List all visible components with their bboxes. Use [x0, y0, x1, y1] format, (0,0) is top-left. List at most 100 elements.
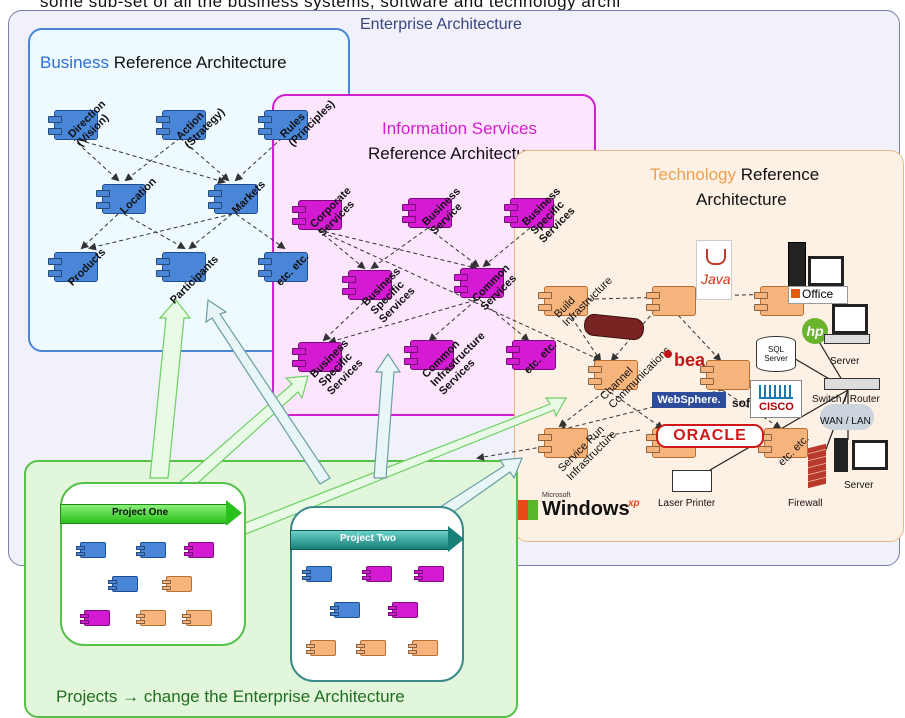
java-text: Java	[701, 271, 731, 287]
mini-comp	[408, 640, 438, 656]
information-connector	[370, 227, 429, 270]
mini-comp	[136, 610, 166, 626]
firewall-label: Firewall	[788, 498, 823, 509]
component-corporate-services[interactable]	[292, 200, 342, 230]
business-connector	[234, 137, 283, 182]
information-title-accent: Information Services	[382, 119, 537, 138]
server-keyboard-icon	[824, 334, 870, 344]
mini-comp	[414, 566, 444, 582]
server-monitor-icon	[832, 304, 868, 334]
component-channel-communications[interactable]	[588, 360, 638, 390]
information-connector	[482, 227, 531, 268]
component-build-infrastructure[interactable]	[538, 286, 588, 316]
component-common-infrastructure[interactable]	[404, 340, 454, 370]
component-rules[interactable]	[258, 110, 308, 140]
server-label-2: Server	[844, 480, 874, 491]
business-connector	[123, 213, 186, 249]
business-title-rest: Reference Architecture	[113, 53, 287, 72]
technology-connector	[609, 391, 664, 430]
information-connector	[322, 301, 365, 342]
windows-logo: Microsoft Windows xp	[516, 492, 644, 522]
component-etc-business[interactable]	[258, 252, 308, 282]
information-connector	[428, 299, 477, 342]
projects-title: Projects → change the Enterprise Archite…	[56, 687, 405, 706]
business-connector	[124, 137, 181, 182]
server-label-1: Server	[830, 356, 860, 367]
bea-text: bea	[674, 350, 706, 370]
wan-lan-label: WAN / LAN	[820, 416, 871, 427]
technology-connector	[559, 299, 602, 362]
mini-comp	[302, 566, 332, 582]
information-connector	[427, 227, 480, 268]
sql-server-icon: SQL Server	[756, 336, 796, 372]
component-etc-information[interactable]	[506, 340, 556, 370]
office-logo: Office	[788, 286, 848, 304]
business-connector	[71, 137, 226, 185]
mini-comp	[182, 610, 212, 626]
project-one-arrowhead	[226, 500, 242, 526]
component-business-specific-2[interactable]	[342, 270, 392, 300]
technology-title-line1: Technology Reference	[650, 164, 819, 186]
component-etc-technology[interactable]	[758, 428, 808, 458]
business-connector	[179, 137, 230, 182]
business-connector	[188, 213, 233, 250]
component-business-service[interactable]	[402, 198, 452, 228]
information-connector	[317, 229, 366, 270]
cloud-icon	[820, 404, 874, 430]
component-tech-2[interactable]	[646, 286, 696, 316]
project-arrow	[149, 299, 192, 479]
hp-logo: hp	[802, 318, 828, 344]
project-arrow	[373, 352, 402, 479]
business-title-accent: Business	[40, 53, 109, 72]
technology-title-line2: Architecture	[696, 190, 787, 209]
component-markets[interactable]	[208, 184, 258, 214]
enterprise-title: Enterprise Architecture	[360, 16, 522, 33]
sql-server-label: SQL Server	[764, 345, 788, 363]
mini-comp	[306, 640, 336, 656]
office-square-icon	[791, 289, 800, 298]
server2-monitor-icon	[852, 440, 888, 470]
project-arrow	[205, 298, 331, 485]
project-two-arrowhead	[448, 526, 464, 552]
component-service-run[interactable]	[538, 428, 588, 458]
cisco-logo: CISCO	[750, 380, 802, 418]
cisco-bars-icon	[759, 385, 793, 399]
business-connector	[235, 213, 286, 250]
component-common-services[interactable]	[454, 268, 504, 298]
laser-printer-icon	[672, 470, 712, 492]
component-action[interactable]	[156, 110, 206, 140]
component-products[interactable]	[48, 252, 98, 282]
business-title: Business Reference Architecture	[40, 52, 287, 74]
business-connector	[71, 137, 120, 182]
switch-router-label: Switch / Router	[812, 394, 880, 405]
business-connector	[80, 213, 119, 250]
windows-flag-icon	[518, 500, 538, 520]
mini-comp	[388, 602, 418, 618]
component-tech-5[interactable]	[700, 360, 750, 390]
header-text: some sub-set of all the business systems…	[40, 0, 621, 11]
mini-comp	[330, 602, 360, 618]
component-business-specific-1[interactable]	[504, 198, 554, 228]
project-one-label: Project One	[112, 507, 169, 518]
component-business-specific-3[interactable]	[292, 342, 342, 372]
cisco-text: CISCO	[759, 401, 794, 413]
information-connector	[317, 229, 478, 271]
websphere-logo: WebSphere.	[652, 392, 726, 408]
project-two-label: Project Two	[340, 533, 396, 544]
technology-connector	[559, 290, 780, 301]
mini-comp	[362, 566, 392, 582]
component-participants[interactable]	[156, 252, 206, 282]
mini-comp	[136, 542, 166, 558]
oracle-logo: ORACLE	[656, 424, 764, 448]
cross-connector	[321, 231, 602, 362]
component-direction[interactable]	[48, 110, 98, 140]
bea-logo: bea	[664, 350, 705, 371]
technology-title-rest1: Reference	[740, 165, 820, 184]
information-connector	[479, 299, 530, 342]
component-location[interactable]	[96, 184, 146, 214]
computer-office-icon	[788, 242, 848, 302]
laser-printer-label: Laser Printer	[658, 498, 716, 509]
information-title-rest: Reference Architecture	[368, 144, 541, 163]
microsoft-label: Microsoft	[542, 492, 571, 499]
technology-connector	[610, 299, 665, 362]
